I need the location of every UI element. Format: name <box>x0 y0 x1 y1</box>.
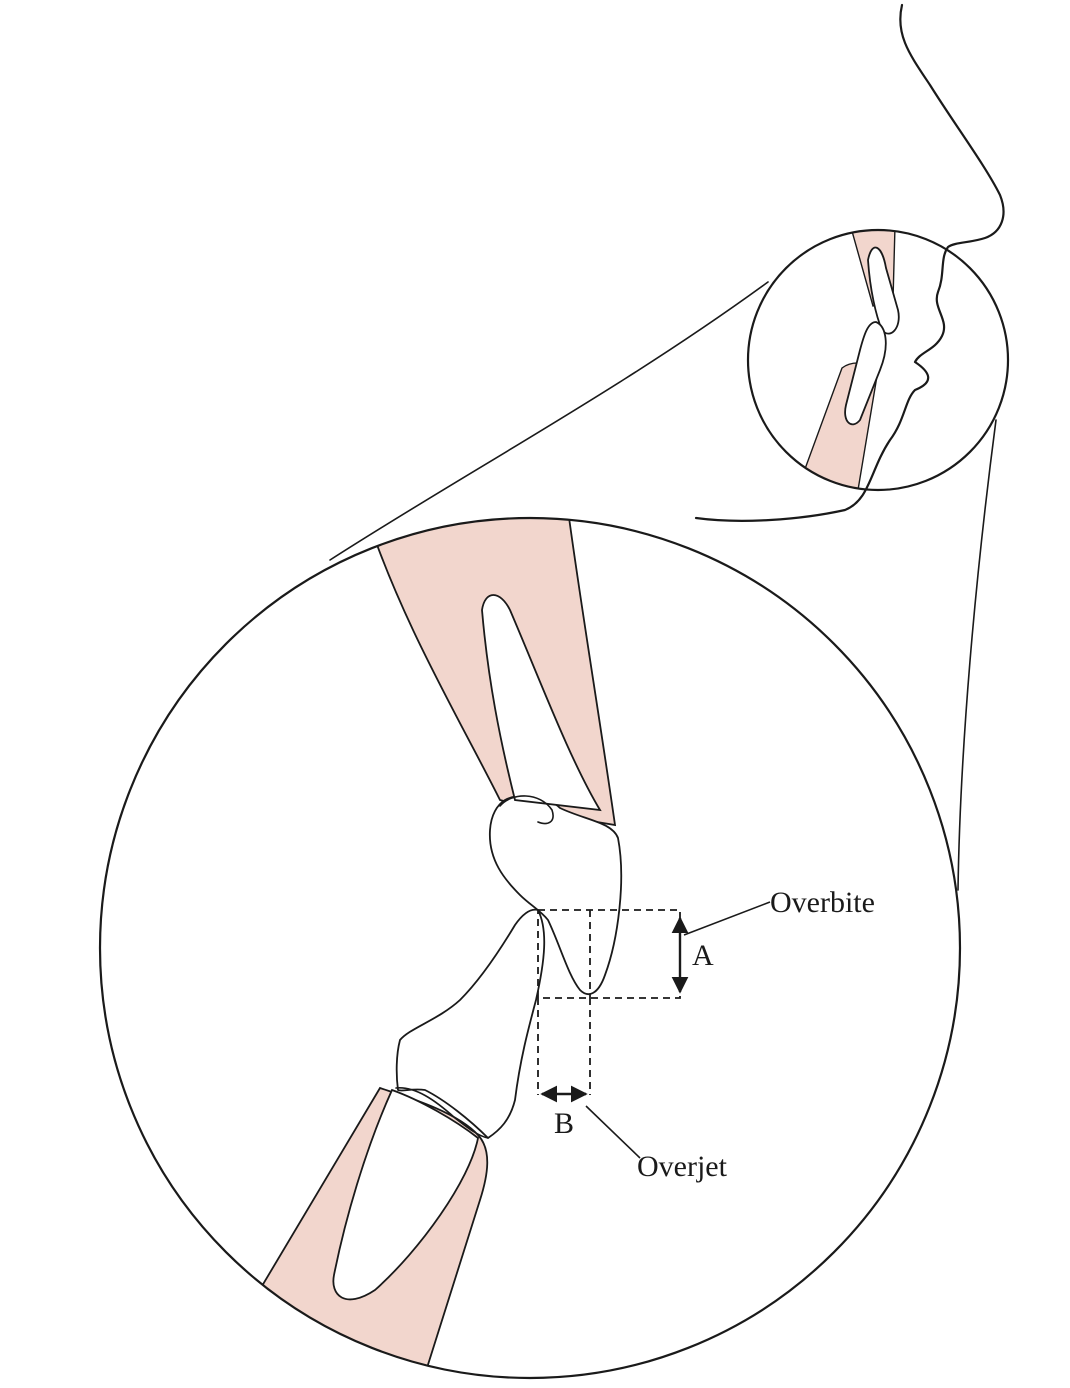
magnified-circle <box>98 516 962 1380</box>
upper-cej-curl <box>499 795 554 825</box>
label-b: B <box>554 1107 574 1140</box>
upper-incisor <box>489 794 623 995</box>
lower-pulp-canal <box>332 1088 479 1301</box>
overview-inset <box>746 228 1010 492</box>
label-a: A <box>692 939 714 972</box>
magnifier-line-upper <box>329 281 769 561</box>
face-profile <box>694 3 1005 522</box>
overbite-leader <box>683 901 771 936</box>
overview-circle <box>746 228 1010 492</box>
lower-cej-line <box>395 1087 489 1139</box>
overjet-leader <box>585 1105 641 1159</box>
lower-incisor-small <box>844 321 887 426</box>
upper-pulp-canal <box>481 594 602 812</box>
magnified-view <box>98 516 962 1380</box>
upper-incisor-small <box>867 246 900 335</box>
label-overjet: Overjet <box>637 1150 728 1183</box>
label-overbite: Overbite <box>770 886 875 919</box>
magnifier-line-lower <box>957 419 997 891</box>
